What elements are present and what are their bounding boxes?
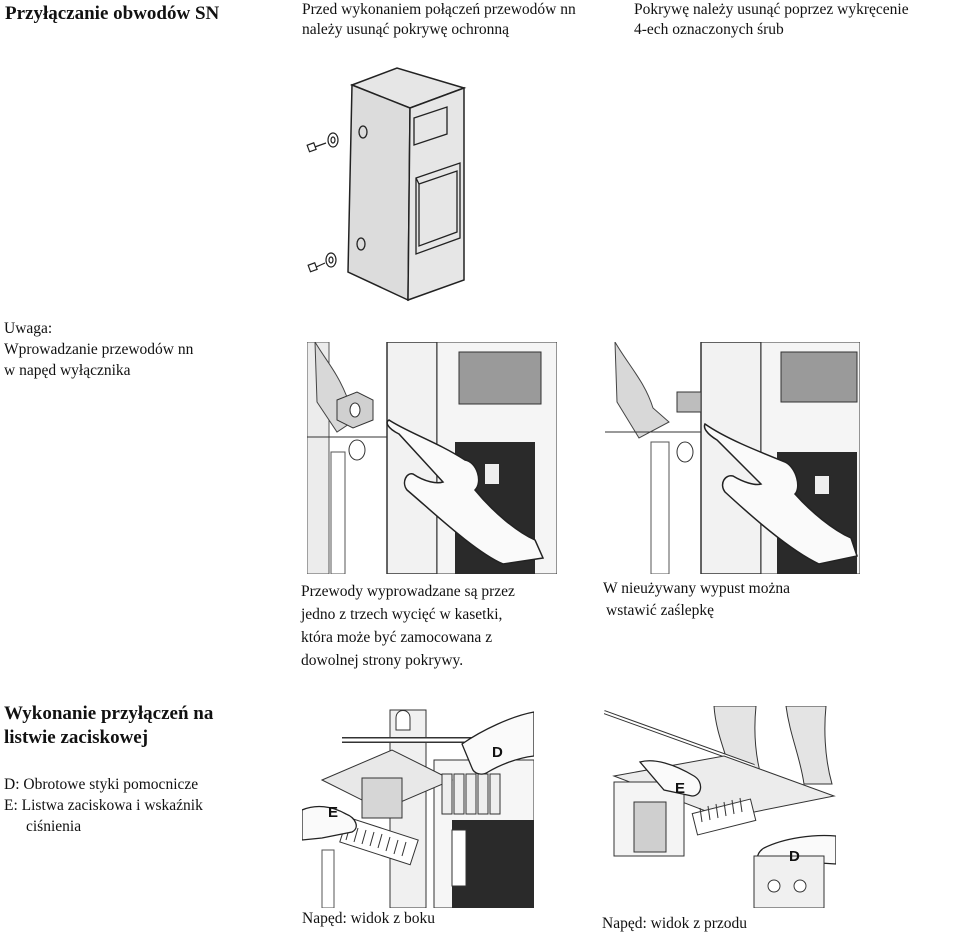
label-e-side: E [328,804,339,821]
cover-illustration [306,67,467,302]
caption-front-view: Napęd: widok z przodu [602,915,748,932]
legend-item-d: D: Obrotowe styki pomocnicze [4,776,199,793]
drive-side-view-illustration [302,700,534,908]
drive-front-view-illustration [604,706,836,908]
caption-line: W nieużywany wypust można [603,580,790,597]
caption-line: Pokrywę należy usunąć poprzez wykręcenie [634,1,909,18]
caption-unscrew: Pokrywę należy usunąć poprzez wykręcenie… [634,0,909,40]
caption-line: Przed wykonaniem połączeń przewodów nn [302,1,576,18]
caption-line: która może być zamocowana z [301,629,493,646]
caption-remove-cover: Przed wykonaniem połączeń przewodów nn n… [302,0,576,40]
cable-entry-illustration [307,342,557,574]
caption-line: Przewody wyprowadzane są przez [301,583,515,600]
note-line: w napęd wyłącznika [4,362,131,379]
label-e-front: E [675,780,686,797]
caption-line: jedno z trzech wycięć w kasetki, [301,606,503,623]
note-line: Uwaga: [4,320,53,337]
caption-line: wstawić zaślepkę [606,602,715,619]
note-block: Uwaga: Wprowadzanie przewodów nn w napęd… [4,318,193,381]
label-d-front: D [789,848,800,865]
section-title-terminal-strip: Wykonanie przyłączeń na listwie zaciskow… [4,702,213,750]
label-d-side: D [492,744,503,761]
caption-blanking-plug: W nieużywany wypust można wstawić zaślep… [603,578,790,622]
title-line: listwie zaciskowej [4,727,149,748]
legend-item-e-continued: ciśnienia [26,818,82,835]
section-title-connection: Przyłączanie obwodów SN [5,3,220,24]
legend-block: D: Obrotowe styki pomocnicze E: Listwa z… [4,774,203,837]
caption-side-view: Napęd: widok z boku [302,910,436,927]
caption-line: należy usunąć pokrywę ochronną [302,21,510,38]
title-line: Wykonanie przyłączeń na [4,703,214,724]
legend-item-e: E: Listwa zaciskowa i wskaźnik [4,797,203,814]
blanking-plug-illustration [605,342,860,574]
caption-cable-entry: Przewody wyprowadzane są przez jedno z t… [301,580,515,672]
caption-line: 4-ech oznaczonych śrub [634,21,784,38]
caption-line: dowolnej strony pokrywy. [301,652,464,669]
note-line: Wprowadzanie przewodów nn [4,341,194,358]
